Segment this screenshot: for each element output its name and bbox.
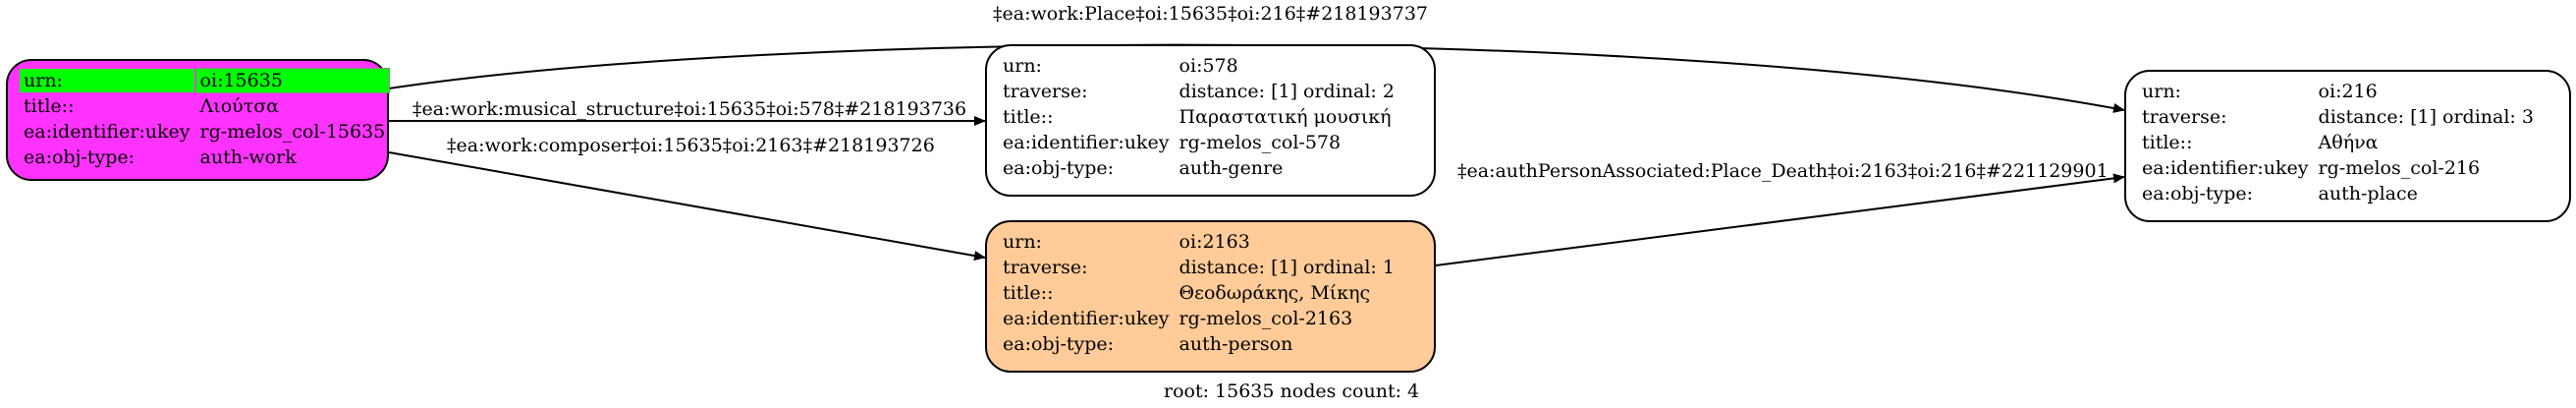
node-person[interactable]: urn: oi:2163 traverse: distance: [1] ordin…: [985, 220, 1436, 373]
edge-label-work-person: ‡ea:work:composer‡oi:15635‡oi:2163‡#2181…: [447, 135, 935, 156]
node-work-urn-row: urn: oi:15635: [20, 68, 391, 93]
node-place-urn-key: urn:: [2142, 81, 2181, 102]
node-person-ukey-key: ea:identifier:ukey: [1003, 308, 1170, 329]
node-genre[interactable]: urn: oi:578 traverse: distance: [1] ordina…: [985, 44, 1436, 197]
node-genre-traverse-key: traverse:: [1003, 81, 1088, 102]
node-work-urn-value: oi:15635: [194, 68, 391, 93]
node-work-objtype-key: ea:obj-type:: [24, 146, 136, 168]
node-work-title-key: title::: [24, 95, 75, 117]
node-place-distance: distance: [1]: [2318, 106, 2437, 128]
node-genre-ordinal: ordinal: 2: [1303, 81, 1395, 102]
edge-person-place: [1435, 173, 2125, 266]
edge-label-work-place: ‡ea:work:Place‡oi:15635‡oi:216‡#21819373…: [993, 3, 1429, 25]
node-genre-urn-key: urn:: [1003, 55, 1042, 77]
node-place-ordinal: ordinal: 3: [2442, 106, 2534, 128]
node-genre-title-value: Παραστατική μουσική: [1178, 106, 1392, 128]
node-genre-objtype-value: auth-genre: [1178, 157, 1284, 179]
node-place-title-value: Αθήνα: [2318, 132, 2379, 153]
node-work-title-row: title:: Λιούτσα: [20, 94, 389, 118]
node-place-objtype-key: ea:obj-type:: [2142, 183, 2254, 204]
node-genre-distance: distance: [1]: [1178, 81, 1297, 102]
edge-work-person: [388, 151, 986, 262]
node-genre-urn-value: oi:578: [1178, 55, 1238, 77]
node-person-ordinal: ordinal: 1: [1303, 257, 1395, 278]
node-place-objtype-value: auth-place: [2318, 183, 2418, 204]
edge-label-person-place: ‡ea:authPersonAssociated:Place_Death‡oi:…: [1457, 160, 2109, 182]
node-work-ukey-key: ea:identifier:ukey: [24, 121, 191, 143]
node-person-traverse-key: traverse:: [1003, 257, 1088, 278]
node-place[interactable]: urn: oi:216 traverse: distance: [1] ordina…: [2124, 70, 2571, 222]
node-person-urn-key: urn:: [1003, 231, 1042, 253]
node-place-traverse-key: traverse:: [2142, 106, 2227, 128]
node-person-urn-value: oi:2163: [1178, 231, 1250, 253]
node-genre-ukey-value: rg-melos_col-578: [1178, 132, 1342, 153]
node-person-title-value: Θεοδωράκης, Μίκης: [1178, 282, 1371, 304]
node-work-ukey-value: rg-melos_col-15635: [199, 121, 386, 143]
graph-footer: root: 15635 nodes count: 4: [1164, 380, 1420, 402]
node-place-ukey-key: ea:identifier:ukey: [2142, 157, 2309, 179]
node-genre-objtype-key: ea:obj-type:: [1003, 157, 1115, 179]
node-genre-ukey-key: ea:identifier:ukey: [1003, 132, 1170, 153]
node-work-objtype-row: ea:obj-type: auth-work: [20, 146, 389, 169]
node-person-objtype-value: auth-person: [1178, 333, 1293, 355]
node-person-distance: distance: [1]: [1178, 257, 1297, 278]
edge-label-work-genre: ‡ea:work:musical_structure‡oi:15635‡oi:5…: [412, 98, 967, 120]
node-work-ukey-row: ea:identifier:ukey rg-melos_col-15635: [20, 120, 389, 144]
node-genre-title-key: title::: [1003, 106, 1054, 128]
node-work-urn-key: urn:: [20, 69, 194, 92]
node-place-title-key: title::: [2142, 132, 2193, 153]
node-work-title-value: Λιούτσα: [199, 95, 280, 117]
node-place-ukey-value: rg-melos_col-216: [2318, 157, 2481, 179]
node-work[interactable]: urn: oi:15635 title:: Λιούτσα ea:identif…: [6, 59, 391, 181]
node-place-urn-value: oi:216: [2318, 81, 2378, 102]
node-person-ukey-value: rg-melos_col-2163: [1178, 308, 1353, 329]
node-work-objtype-value: auth-work: [199, 146, 297, 168]
node-person-title-key: title::: [1003, 282, 1054, 304]
node-person-objtype-key: ea:obj-type:: [1003, 333, 1115, 355]
